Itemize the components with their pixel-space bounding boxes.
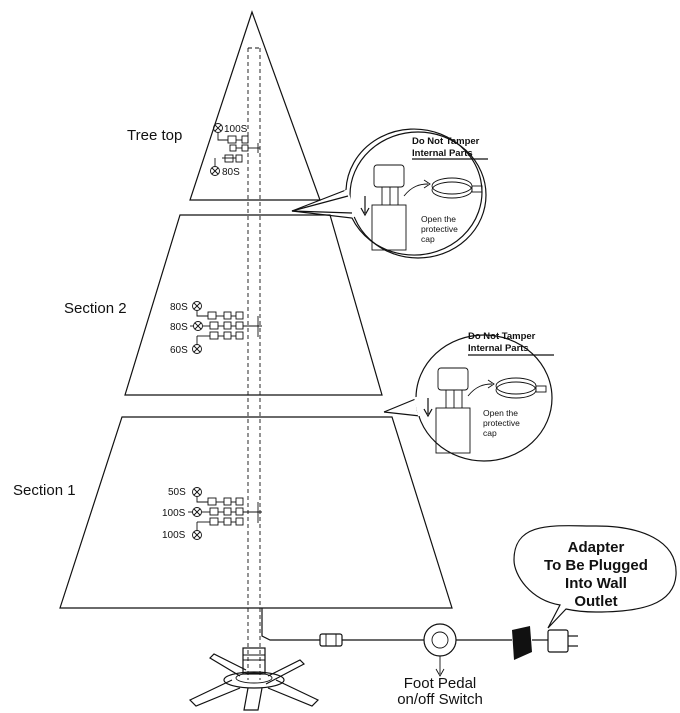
- callout-upper-note-3: cap: [421, 234, 435, 244]
- adapter-line-1: Adapter: [568, 539, 625, 556]
- low-bulb-1: 50S: [168, 487, 186, 498]
- section-1-wiring: 50S 100S 100S: [162, 487, 262, 541]
- callout-lower-note-1: Open the: [483, 408, 518, 418]
- adapter-line-3: Into Wall: [565, 575, 627, 592]
- adapter-line-4: Outlet: [574, 593, 617, 610]
- tree-top-label: Tree top: [127, 127, 182, 144]
- section-2-label: Section 2: [64, 300, 127, 317]
- callout-lower-warning-1: Do Not Tamper: [468, 331, 536, 342]
- foot-pedal-switch: [423, 623, 457, 677]
- top-bulb-1: 100S: [224, 124, 248, 135]
- mid-bulb-1: 80S: [170, 302, 188, 313]
- tree-section-1: [59, 416, 453, 609]
- tree-section-2: [124, 214, 383, 396]
- adapter-plug: [512, 626, 578, 660]
- callout-lower-note-3: cap: [483, 428, 497, 438]
- callout-upper-warning-2: Internal Parts: [412, 148, 473, 159]
- top-bulb-2: 80S: [222, 167, 240, 178]
- adapter-line-2: To Be Plugged: [544, 557, 648, 574]
- center-pole: [247, 47, 261, 680]
- callout-lower-warning-2: Internal Parts: [468, 343, 529, 354]
- callout-upper-warning-1: Do Not Tamper: [412, 136, 480, 147]
- foot-pedal-label-1: Foot Pedal: [404, 675, 477, 692]
- foot-pedal-label-2: on/off Switch: [397, 691, 483, 708]
- section-1-label: Section 1: [13, 482, 76, 499]
- mid-bulb-3: 60S: [170, 345, 188, 356]
- callout-upper-note-2: protective: [421, 224, 458, 234]
- low-bulb-3: 100S: [162, 530, 186, 541]
- tree-stand: [188, 647, 320, 711]
- section-2-wiring: 80S 80S 60S: [170, 301, 262, 356]
- tree-top-section: [189, 10, 321, 201]
- callout-upper: Open the protective cap Do Not Tamper In…: [291, 128, 488, 259]
- mid-bulb-2: 80S: [170, 322, 188, 333]
- callout-lower: Open the protective cap Do Not Tamper In…: [383, 331, 554, 462]
- power-cord: [261, 608, 512, 647]
- low-bulb-2: 100S: [162, 508, 186, 519]
- callout-upper-note-1: Open the: [421, 214, 456, 224]
- callout-lower-note-2: protective: [483, 418, 520, 428]
- tree-top-wiring: 100S 80S: [210, 123, 260, 178]
- adapter-bubble: [513, 525, 677, 629]
